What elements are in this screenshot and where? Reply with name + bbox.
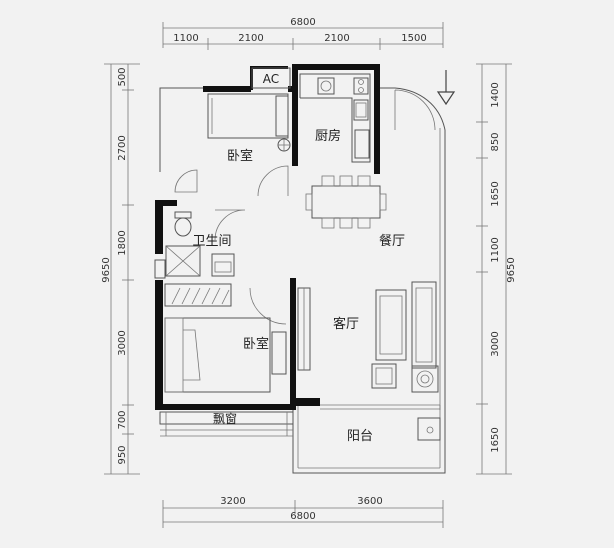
entrance-arrow-icon xyxy=(436,70,456,106)
right-total-dimension: 9650 xyxy=(506,257,517,282)
balcony-sink-icon xyxy=(417,417,441,441)
thin-outlines xyxy=(154,87,446,474)
top-segment-1: 1100 xyxy=(173,33,198,44)
living-label: 客厅 xyxy=(333,316,359,332)
bottom-segment-2: 3600 xyxy=(357,496,382,507)
right-segment-6: 1650 xyxy=(490,427,501,452)
right-segment-3: 1650 xyxy=(490,181,501,206)
tv-cabinet xyxy=(297,287,311,371)
right-segment-1: 1400 xyxy=(490,82,501,107)
top-segment-3: 2100 xyxy=(324,33,349,44)
walls xyxy=(155,64,380,410)
balcony-label: 阳台 xyxy=(347,429,373,444)
kitchen-counter xyxy=(299,73,371,163)
bathroom-label: 卫生间 xyxy=(192,234,231,249)
top-segment-4: 1500 xyxy=(401,33,426,44)
stove-icon xyxy=(353,77,369,95)
interior-doors xyxy=(174,165,289,325)
bedroom-top-label: 卧室 xyxy=(227,148,253,164)
kitchen-label: 厨房 xyxy=(315,128,341,144)
bed-icon xyxy=(164,317,271,393)
nightstand xyxy=(271,331,287,375)
top-dimensions: 6800 1100 2100 2100 1500 xyxy=(162,17,444,50)
sink-icon xyxy=(353,99,369,121)
bath-sink-icon xyxy=(211,253,235,277)
washing-machine-icon xyxy=(411,365,439,393)
toilet-icon xyxy=(174,211,192,237)
bedroom-bottom-label: 卧室 xyxy=(243,336,269,352)
sofa-icon xyxy=(371,281,437,389)
left-segment-4: 3000 xyxy=(117,330,128,355)
right-segment-2: 850 xyxy=(490,132,501,151)
left-segment-6: 950 xyxy=(117,445,128,464)
closet-icon xyxy=(164,283,232,307)
right-dimensions: 1400 850 1650 1100 3000 1650 9650 xyxy=(476,63,517,475)
top-total-dimension: 6800 xyxy=(290,17,315,28)
ac-label: AC xyxy=(263,72,279,86)
bottom-segment-1: 3200 xyxy=(220,496,245,507)
right-segment-5: 3000 xyxy=(490,331,501,356)
left-segment-2: 2700 xyxy=(117,135,128,160)
dining-label: 餐厅 xyxy=(379,233,405,249)
fridge xyxy=(354,129,370,159)
left-total-dimension: 9650 xyxy=(101,257,112,282)
dining-table-icon xyxy=(305,175,387,229)
left-segment-1: 500 xyxy=(117,67,128,86)
shower-icon xyxy=(165,245,201,277)
bedroom-top-fixture xyxy=(275,95,291,152)
entrance-door xyxy=(394,89,436,131)
bay-window-label: 飘窗 xyxy=(213,412,237,426)
bottom-dimensions: 3200 3600 6800 xyxy=(162,496,444,528)
right-segment-4: 1100 xyxy=(490,237,501,262)
bottom-total-dimension: 6800 xyxy=(290,511,315,522)
ac-unit xyxy=(251,67,291,89)
left-segment-3: 1800 xyxy=(117,230,128,255)
left-segment-5: 700 xyxy=(117,410,128,429)
top-segment-2: 2100 xyxy=(238,33,263,44)
left-dimensions: 9650 500 2700 1800 3000 700 950 xyxy=(101,63,140,475)
